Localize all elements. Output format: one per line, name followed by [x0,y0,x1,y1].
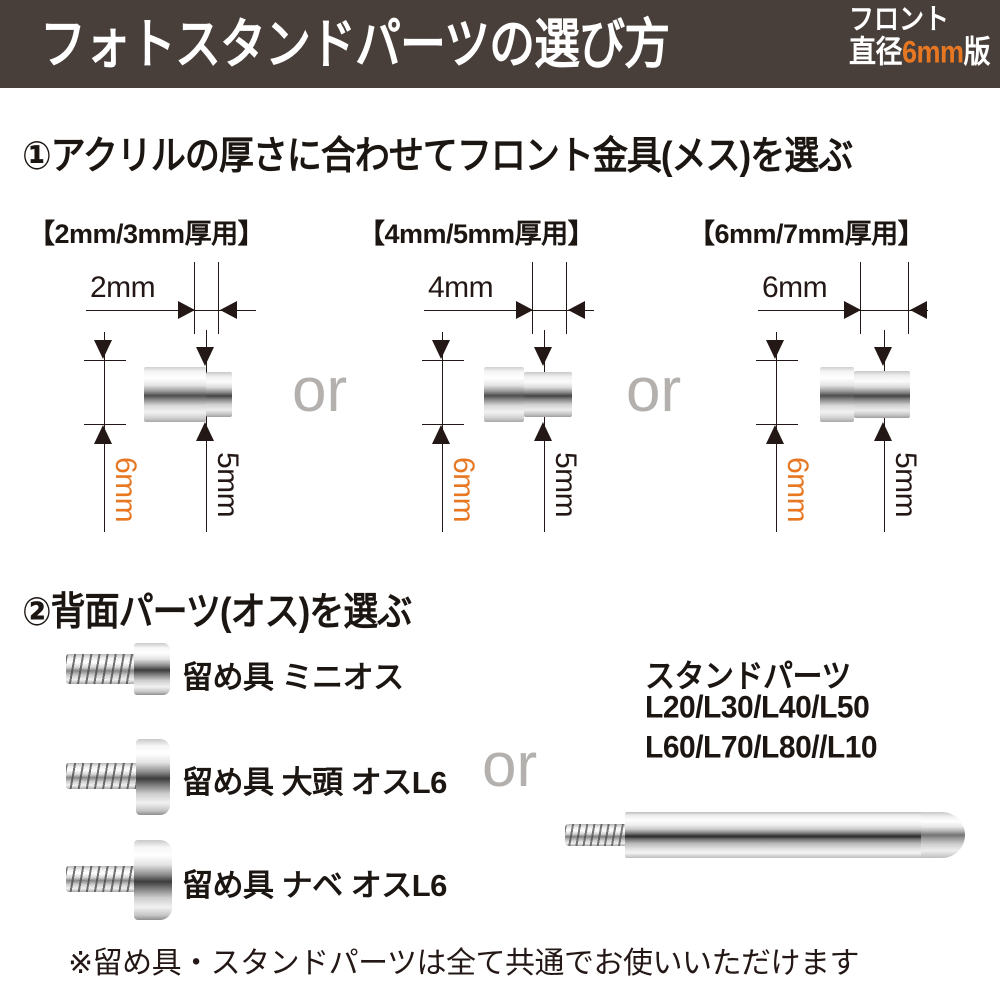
fitting-body [820,367,854,422]
dimension-tick-bottom [84,424,126,425]
extension-line-left [860,262,861,334]
dimension-tick-top [84,360,126,361]
dimension-tick-bottom [422,424,464,425]
fitting-body [144,367,206,422]
extension-line-left [194,262,195,334]
stand-threaded-stud [565,824,627,846]
front-fitting-diagram-2: 6mm 6mm 5mm [732,262,1000,532]
fitting-neck [524,372,572,417]
badge-prefix: 直径 [848,34,903,69]
arrow-left-icon [910,301,927,319]
screw-thread [66,866,142,892]
fitting-neck [206,372,232,417]
badge-line2: 直径6mm版 [848,34,991,69]
or-separator-3: or [482,731,538,800]
screw-label-1: 留め具 大頭 オスL6 [182,765,447,800]
arrow-up-icon [766,425,784,444]
badge-line1: フロント [848,3,949,36]
extension-line-left [532,262,533,334]
arrow-up-icon [196,422,214,441]
badge-accent: 6mm [901,34,964,69]
screw-thread [66,763,144,789]
or-separator-2: or [626,356,682,425]
header-badge: フロント 直径6mm版 [848,3,991,67]
stand-title-line2: L20/L30/L40/L50 [645,690,870,725]
arrow-down-icon [534,347,552,366]
vertical-dimension-label-right-1: 5mm [549,452,582,518]
arrow-right-icon [178,301,195,319]
front-fitting-diagram-0: 2mm 6mm 5mm [60,262,360,532]
vertical-dimension-label-right-0: 5mm [211,452,244,518]
horizontal-dimension-label-0: 2mm [90,271,156,304]
arrow-up-icon [432,425,450,444]
dimension-tick-top [756,360,798,361]
vertical-dimension-label-right-2: 5mm [889,452,922,518]
arrow-up-icon [94,425,112,444]
page-header: フォトスタンドパーツの選び方 フロント 直径6mm版 [0,0,1000,88]
footnote: ※留め具・スタンドパーツは全て共通でお使いいただけます [68,947,860,980]
screw-head [136,739,170,815]
arrow-down-icon [432,340,450,359]
arrow-right-icon [516,301,533,319]
horizontal-dimension-label-2: 6mm [762,271,828,304]
extension-line-right [566,262,567,334]
screw-head [134,643,170,695]
bracket-label-1: 【4mm/5mm厚用】 [358,219,595,249]
fitting-body [484,367,524,422]
stand-title-line3: L60/L70/L80//L10 [645,730,878,765]
arrow-up-icon [534,422,552,441]
fitting-neck [854,371,910,418]
vertical-dimension-label-left-1: 6mm [447,457,480,523]
horizontal-dimension-label-1: 4mm [428,271,494,304]
front-fitting-diagram-1: 4mm 6mm 5mm [398,262,698,532]
horizontal-dimension-line [758,310,928,311]
screw-head [134,840,172,920]
arrow-down-icon [94,340,112,359]
horizontal-dimension-line [424,310,594,311]
arrow-left-icon [220,301,237,319]
or-separator-1: or [292,356,348,425]
bracket-label-2: 【6mm/7mm厚用】 [688,219,925,249]
arrow-right-icon [844,301,861,319]
stand-body [625,812,947,858]
horizontal-dimension-line [86,310,256,311]
badge-suffix: 版 [963,34,991,69]
extension-line-right [218,262,219,334]
screw-thread [66,654,140,684]
stand-part-graphic [565,812,965,858]
screw-label-2: 留め具 ナベ オスL6 [182,868,447,903]
arrow-left-icon [568,301,585,319]
extension-line-right [908,262,909,334]
section1-heading: ①アクリルの厚さに合わせてフロント金具(メス)を選ぶ [22,134,853,178]
screw-label-0: 留め具 ミニオス [182,660,404,695]
arrow-down-icon [874,347,892,366]
stand-title-line1: スタンドパーツ [645,659,851,695]
dimension-tick-top [422,360,464,361]
arrow-down-icon [766,340,784,359]
stand-rounded-cap [921,812,965,858]
arrow-up-icon [874,422,892,441]
bracket-label-0: 【2mm/3mm厚用】 [28,219,265,249]
dimension-tick-bottom [756,424,798,425]
vertical-dimension-label-left-0: 6mm [109,457,142,523]
vertical-dimension-label-left-2: 6mm [781,457,814,523]
arrow-down-icon [196,347,214,366]
page-title: フォトスタンドパーツの選び方 [40,13,670,75]
section2-heading: ②背面パーツ(オス)を選ぶ [22,590,412,634]
